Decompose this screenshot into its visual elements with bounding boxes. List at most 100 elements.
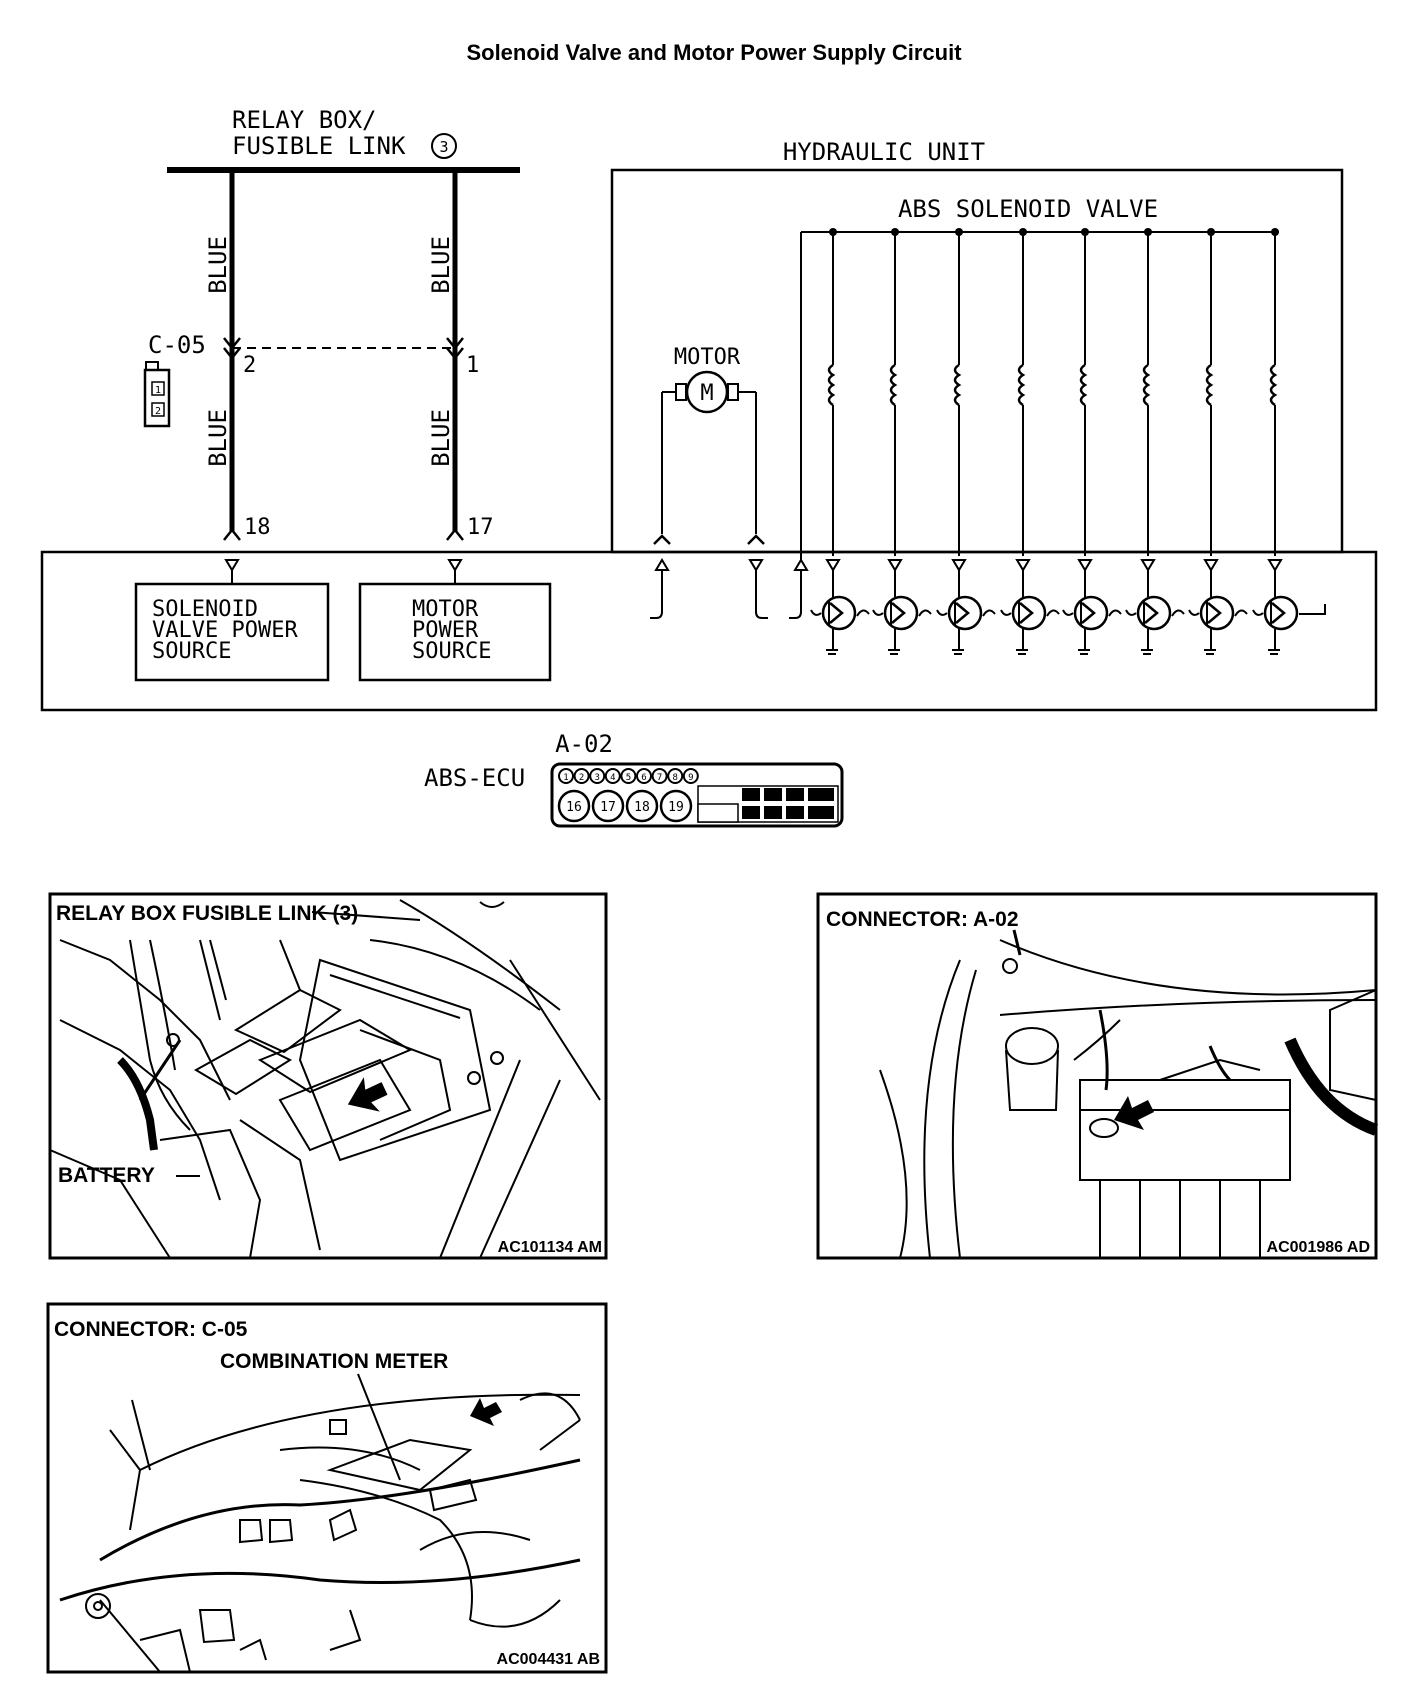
a02-pin-label: 7 [657, 773, 662, 783]
a02-location-illustration [879, 929, 1379, 1259]
c05-icon-pin2: 2 [155, 406, 161, 417]
motor-pin-left-symbol [653, 534, 671, 545]
ecu-pin17-symbol [446, 527, 464, 541]
abs-ecu-box [40, 550, 1378, 712]
a02-pin-6: 6 [636, 768, 652, 784]
a02-pin-2: 2 [573, 768, 590, 784]
a02-pin-label: 4 [610, 773, 615, 783]
a02-unused-cavities [742, 788, 834, 819]
solenoid-coil-1 [827, 228, 837, 556]
ecu-input-right-marker [447, 559, 463, 572]
hydraulic-unit-title: HYDRAULIC UNIT [783, 138, 985, 166]
photo-connector-a02-code: AC001986 AD [1267, 1239, 1370, 1256]
photo-connector-c05-frame [46, 1302, 608, 1674]
motor-m-symbol: M [700, 381, 713, 406]
solenoid-coil-8 [1269, 228, 1279, 556]
connector-c05-pin-right: 1 [466, 353, 479, 378]
ecu-input-left-marker [224, 559, 240, 572]
motor-pin-right-symbol [747, 534, 765, 545]
photo-connector-a02-panel: CONNECTOR: A-02 AC00 [816, 892, 1379, 1260]
relay-box-pointer-arrow [347, 1077, 388, 1112]
abs-solenoid-valve-title: ABS SOLENOID VALVE [898, 195, 1158, 223]
solenoid-valve-coils [827, 228, 1279, 556]
fusible-link-number-ring [431, 133, 457, 159]
wire-color-left-lower: BLUE [204, 409, 232, 467]
valve-driver-5 [1062, 559, 1122, 655]
photo-connector-c05-title: CONNECTOR: C-05 [54, 1318, 248, 1341]
valve-driver-2 [872, 559, 932, 655]
a02-pin-18: 18 [625, 789, 659, 823]
photo-relay-box-callout: BATTERY [58, 1164, 155, 1187]
photo-relay-box-title: RELAY BOX FUSIBLE LINK (3) [56, 902, 358, 925]
photo-relay-box-code: AC101134 AM [498, 1239, 602, 1256]
ecu-pin-right-number: 17 [467, 515, 494, 540]
solenoid-box-line2: VALVE POWER [152, 618, 298, 643]
c05-icon-pin1: 1 [155, 385, 161, 396]
connector-c05-pin-left: 2 [243, 353, 256, 378]
a02-pin-17: 17 [591, 789, 625, 823]
abs-ecu-label: ABS-ECU [424, 764, 525, 792]
a02-pin-3: 3 [589, 768, 606, 784]
photo-connector-c05-code: AC004431 AB [497, 1651, 600, 1668]
a02-pin-label: 2 [579, 773, 584, 783]
solenoid-coil-6 [1142, 228, 1152, 556]
connector-c05-pin2-symbol [223, 337, 241, 361]
a02-pin-label: 18 [634, 800, 650, 815]
motor-label: MOTOR [674, 345, 741, 370]
a02-pin-label: 16 [566, 800, 582, 815]
a02-pin-label: 5 [626, 773, 631, 783]
valve-driver-3 [936, 559, 996, 655]
connector-c05-face-icon: 1 2 [143, 361, 171, 428]
solenoid-box-line3: SOURCE [152, 639, 231, 664]
valve-driver-4 [1000, 559, 1060, 655]
relay-box-illustration [49, 899, 601, 1259]
valve-driver-6 [1125, 559, 1185, 655]
solenoid-valve-power-source-box [134, 582, 330, 682]
a02-pin-label: 8 [672, 773, 677, 783]
a02-bottom-row-pins: 16 17 18 19 [557, 789, 693, 823]
diagram-title: Solenoid Valve and Motor Power Supply Ci… [466, 40, 962, 65]
wire-color-right-upper: BLUE [427, 236, 455, 294]
a02-pin-label: 1 [563, 773, 568, 783]
c05-location-illustration [59, 1392, 581, 1673]
a02-pin-label: 3 [594, 773, 599, 783]
connector-c05-pin1-symbol [446, 337, 464, 361]
c05-pointer-arrow [470, 1398, 502, 1426]
photo-connector-a02-title: CONNECTOR: A-02 [826, 908, 1019, 931]
valve-driver-transistors [810, 559, 1326, 655]
solenoid-coil-2 [889, 228, 899, 556]
a02-pin-8: 8 [667, 768, 684, 784]
motor-box-line1: MOTOR [412, 597, 479, 622]
photo-connector-c05-callout: COMBINATION METER [220, 1350, 448, 1373]
motor-box-line3: SOURCE [412, 639, 491, 664]
a02-pointer-arrow [1114, 1096, 1154, 1130]
solenoid-coil-3 [953, 228, 963, 556]
solenoid-box-line1: SOLENOID [152, 597, 258, 622]
a02-pin-label: 9 [688, 773, 693, 783]
photo-connector-c05-panel: CONNECTOR: C-05 COMBINATION METER [46, 1302, 608, 1674]
connector-c05-label: C-05 [148, 331, 206, 359]
a02-pin-9: 9 [682, 768, 699, 784]
photo-relay-box-panel: RELAY BOX FUSIBLE LINK (3) [48, 892, 608, 1260]
photo-connector-a02-frame [816, 892, 1378, 1260]
motor-symbol: M [662, 370, 756, 414]
fusible-link-number: 3 [439, 138, 448, 156]
a02-connector-label: A-02 [555, 730, 613, 758]
motor-power-source-box [358, 582, 552, 682]
valve-driver-1 [810, 559, 870, 655]
motor-box-line2: POWER [412, 618, 479, 643]
relay-box-label-line2: FUSIBLE LINK [232, 132, 406, 160]
a02-pin-label: 6 [641, 773, 646, 783]
a02-pin-label: 19 [668, 800, 684, 815]
solenoid-coil-4 [1017, 228, 1027, 556]
a02-pin-7: 7 [651, 768, 668, 784]
solenoid-coil-7 [1205, 228, 1215, 556]
a02-pin-16: 16 [557, 789, 591, 823]
wire-color-left-upper: BLUE [204, 236, 232, 294]
a02-pin-label: 17 [600, 800, 616, 815]
a02-pin-1: 1 [558, 768, 574, 784]
